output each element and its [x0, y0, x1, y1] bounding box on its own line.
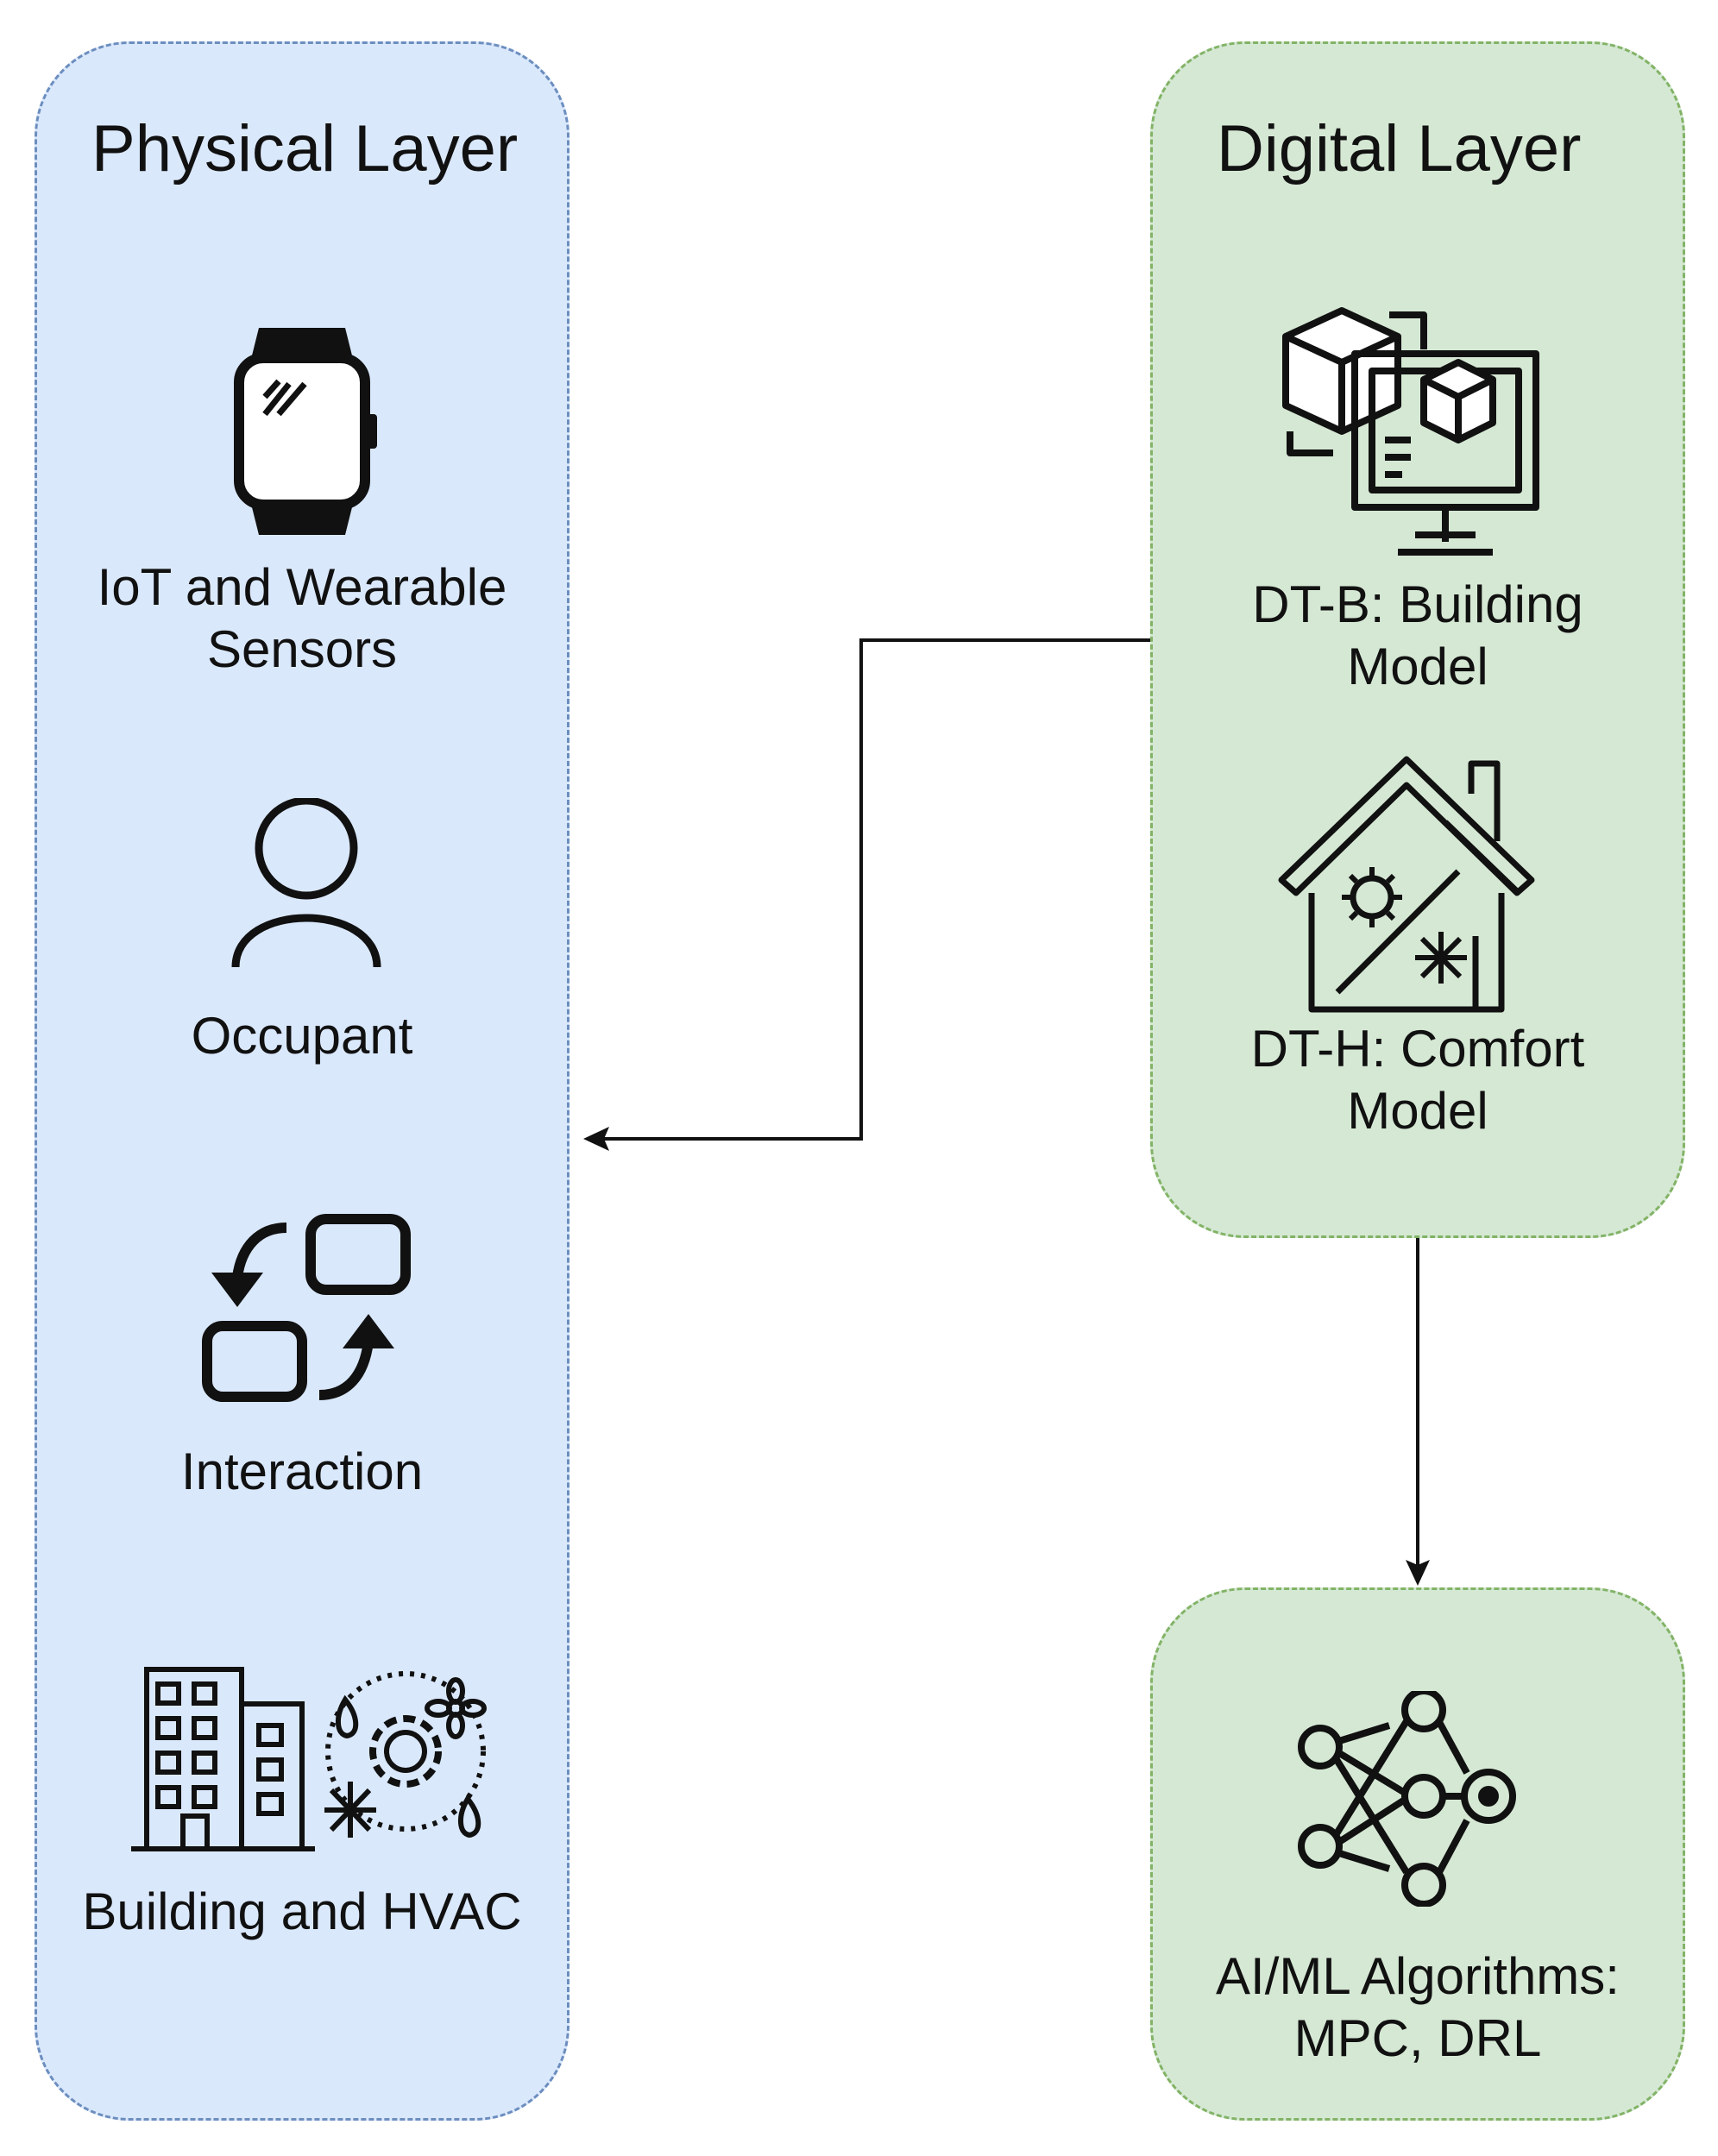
- interaction-label: Interaction: [180, 1443, 424, 1500]
- building-model-icon: [1282, 307, 1539, 556]
- algorithms-arrowhead: [1406, 1560, 1430, 1586]
- dt-b-label: DT-B: Building Model: [1252, 575, 1583, 695]
- physical-layer-arrowhead: [583, 1127, 609, 1151]
- iot-sensors-label: IoT and Wearable Sensors: [97, 558, 507, 678]
- digital-layer-title: Digital Layer: [1217, 112, 1582, 185]
- occupant-label: Occupant: [191, 1007, 413, 1065]
- digital-to-physical-connector: [604, 638, 1150, 1141]
- digital-layer-panel: [1150, 41, 1685, 1238]
- physical-layer-title: Physical Layer: [91, 112, 519, 185]
- neural-network-icon: [1298, 1691, 1516, 1907]
- interaction-icon: [202, 1214, 411, 1402]
- dt-h-label: DT-H: Comfort Model: [1250, 1020, 1585, 1140]
- smartwatch-icon: [234, 328, 377, 535]
- building-hvac-label: Building and HVAC: [82, 1883, 522, 1940]
- algorithms-panel: [1150, 1587, 1685, 2121]
- person-icon: [231, 798, 381, 968]
- algorithms-label: AI/ML Algorithms: MPC, DRL: [1216, 1947, 1620, 2067]
- comfort-house-icon: [1278, 756, 1535, 1013]
- building-hvac-icon: [131, 1667, 487, 1851]
